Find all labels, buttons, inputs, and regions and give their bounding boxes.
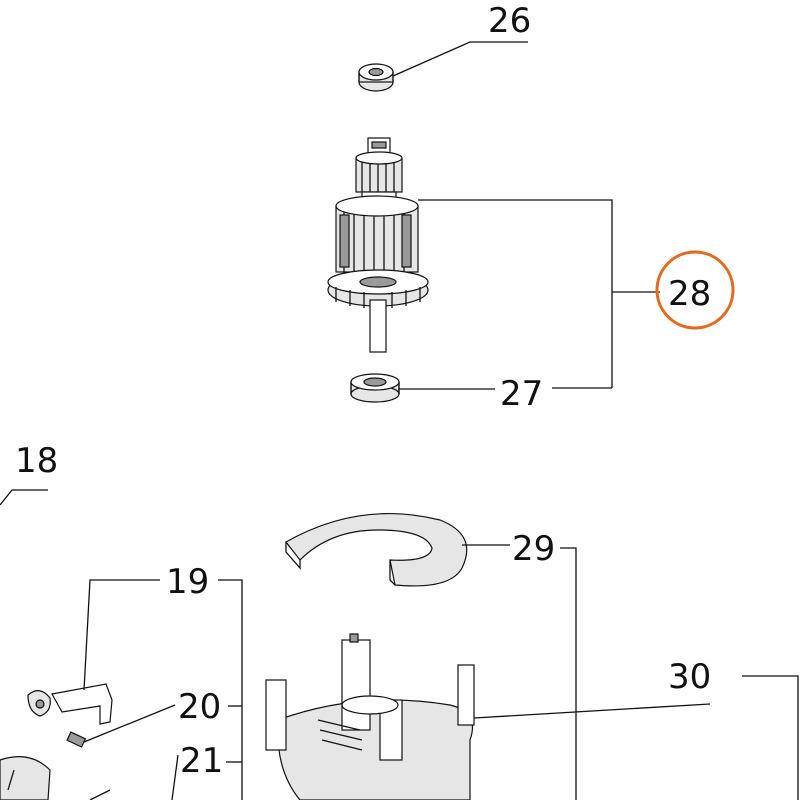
highlight-circle-28 <box>655 250 735 330</box>
leader-19 <box>83 579 160 691</box>
bracket-30 <box>742 675 799 800</box>
part-29-baffle[interactable] <box>285 512 468 587</box>
label-29: 29 <box>512 529 555 569</box>
part-19-clip[interactable] <box>27 683 113 725</box>
bracket-29 <box>560 547 577 800</box>
label-18: 18 <box>15 441 58 481</box>
label-21: 21 <box>180 741 223 781</box>
part-26-bearing[interactable] <box>358 63 394 92</box>
leader-18 <box>0 489 48 506</box>
part-28-armature[interactable] <box>327 137 429 353</box>
label-20: 20 <box>178 687 221 727</box>
bracket-19 <box>218 579 243 800</box>
label-30: 30 <box>668 657 711 697</box>
part-20-spring[interactable] <box>66 731 87 748</box>
label-28: 28 <box>668 274 711 314</box>
label-27: 27 <box>500 374 543 414</box>
bracket-28 <box>418 199 613 388</box>
leader-26 <box>392 41 528 77</box>
leader-30 <box>473 703 711 719</box>
part-30-housing[interactable] <box>265 633 475 801</box>
label-19: 19 <box>166 562 209 602</box>
leader-20 <box>83 704 176 743</box>
label-26: 26 <box>488 1 531 41</box>
leader-21 <box>171 754 179 801</box>
part-27-bearing[interactable] <box>350 373 400 403</box>
part-21-cover[interactable] <box>0 756 111 801</box>
